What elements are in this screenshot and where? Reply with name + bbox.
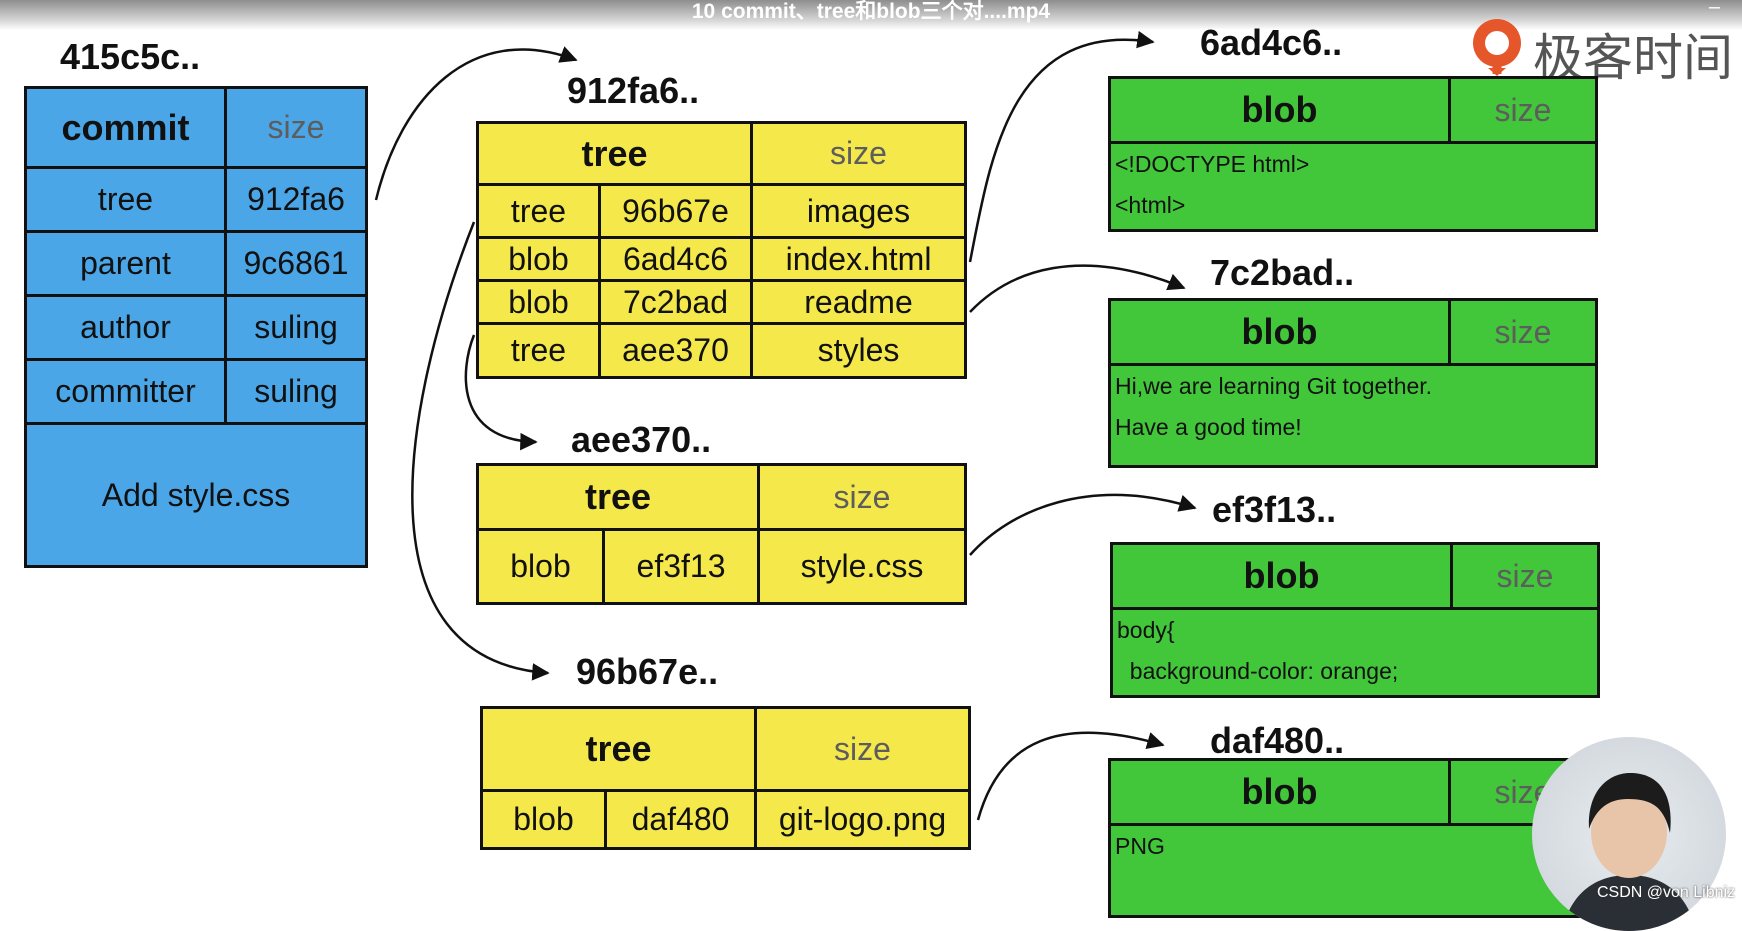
blob-content-line: PNG (1115, 833, 1165, 859)
tree-entry-type: blob (479, 282, 601, 325)
blob-hash: ef3f13.. (1212, 489, 1337, 530)
tree-object-96b67e: tree size blob daf480 git-logo.png (480, 706, 971, 850)
arrow-commit-to-tree (374, 46, 578, 201)
blob-object-daf480: blob size PNG (1108, 758, 1598, 918)
tree-entry-hash: 7c2bad (601, 282, 753, 325)
tree-entry-name: readme (753, 282, 964, 325)
geektime-logo-icon (1473, 19, 1521, 76)
commit-field-key: committer (27, 361, 227, 425)
commit-message: Add style.css (101, 476, 291, 513)
commit-field-value: 912fa6 (227, 169, 365, 233)
tree-entry-type: blob (479, 239, 601, 282)
blob-size-label: size (1451, 79, 1595, 144)
blob-content-line: body{ (1117, 617, 1175, 643)
commit-field-value: suling (227, 361, 365, 425)
blob-content-line: background-color: orange; (1117, 658, 1399, 684)
arrow-to-blob-7c2bad (969, 264, 1186, 313)
video-title-bar (0, 0, 1742, 30)
commit-size-label: size (227, 89, 365, 169)
reference-arrows (374, 30, 1197, 821)
tree-entry-type: blob (479, 531, 605, 602)
blob-object-ef3f13: blob size body{ background-color: orange… (1110, 542, 1600, 698)
tree-entry-hash: 6ad4c6 (601, 239, 753, 282)
tree-entry-name: git-logo.png (778, 801, 947, 837)
blob-hash: 6ad4c6.. (1200, 22, 1343, 63)
blob-size-label: size (1453, 545, 1597, 610)
tree-type-label: tree (483, 709, 757, 792)
csdn-watermark: CSDN @von Libniz (1597, 884, 1736, 901)
blob-content-line: <html> (1115, 192, 1186, 218)
commit-field-value: 9c6861 (227, 233, 365, 297)
tree-entry-type: tree (479, 186, 601, 239)
blob-content-line: Have a good time! (1115, 414, 1302, 440)
tree-entry-name: index.html (753, 239, 964, 282)
arrow-to-tree-aee370 (464, 334, 538, 451)
tree-hash: 912fa6.. (567, 70, 700, 111)
tree-type-label: tree (479, 124, 753, 186)
arrow-to-blob-daf480 (976, 731, 1165, 821)
tree-hash: aee370.. (571, 419, 712, 460)
tree-size-label: size (757, 709, 968, 792)
tree-hash: 96b67e.. (576, 651, 719, 692)
commit-field-value: suling (227, 297, 365, 361)
commit-field-key: tree (27, 169, 227, 233)
blob-content: Hi,we are learning Git together. Have a … (1111, 366, 1595, 465)
tree-entry-hash: 96b67e (601, 186, 753, 239)
commit-object: commit size tree 912fa6 parent 9c6861 au… (24, 86, 368, 568)
commit-type-label: commit (27, 89, 227, 169)
blob-content-line: Hi,we are learning Git together. (1115, 373, 1433, 399)
blob-type-label: blob (1111, 301, 1451, 366)
blob-object-6ad4c6: blob size <!DOCTYPE html> <html> (1108, 76, 1598, 232)
commit-hash: 415c5c.. (60, 36, 201, 77)
tree-size-label: size (760, 466, 964, 531)
tree-entry-name: style.css (800, 548, 924, 584)
arrow-to-tree-96b67e (411, 221, 550, 681)
blob-object-7c2bad: blob size Hi,we are learning Git togethe… (1108, 298, 1598, 468)
tree-entry-type: blob (483, 792, 607, 847)
blob-hash: daf480.. (1210, 720, 1345, 761)
blob-hash: 7c2bad.. (1210, 252, 1355, 293)
blob-type-label: blob (1111, 79, 1451, 144)
tree-object-912fa6: tree size tree 96b67e images blob 6ad4c6… (476, 121, 967, 379)
blob-type-label: blob (1111, 761, 1451, 826)
arrow-to-blob-6ad4c6 (968, 30, 1155, 263)
tree-type-label: tree (479, 466, 760, 531)
tree-size-label: size (753, 124, 964, 186)
tree-object-aee370: tree size blob ef3f13 style.css (476, 463, 967, 605)
blob-content-line: <!DOCTYPE html> (1115, 151, 1310, 177)
blob-type-label: blob (1113, 545, 1453, 610)
commit-field-key: author (27, 297, 227, 361)
tree-entry-hash: daf480 (607, 792, 757, 847)
blob-content: body{ background-color: orange; (1113, 610, 1597, 695)
tree-entry-type: tree (479, 325, 601, 376)
arrow-to-blob-ef3f13 (969, 493, 1197, 556)
blob-size-label: size (1451, 301, 1595, 366)
minimize-button[interactable]: – (1708, 0, 1720, 18)
presenter-avatar (1532, 737, 1726, 931)
commit-field-key: parent (27, 233, 227, 297)
tree-entry-hash: ef3f13 (605, 531, 760, 602)
video-title: 10 commit、tree和blob三个对....mp4 (691, 0, 1051, 23)
tree-entry-name: styles (817, 332, 900, 368)
blob-content: PNG (1111, 826, 1595, 915)
tree-entry-name: images (753, 186, 964, 239)
tree-entry-hash: aee370 (601, 325, 753, 376)
blob-content: <!DOCTYPE html> <html> (1111, 144, 1595, 229)
